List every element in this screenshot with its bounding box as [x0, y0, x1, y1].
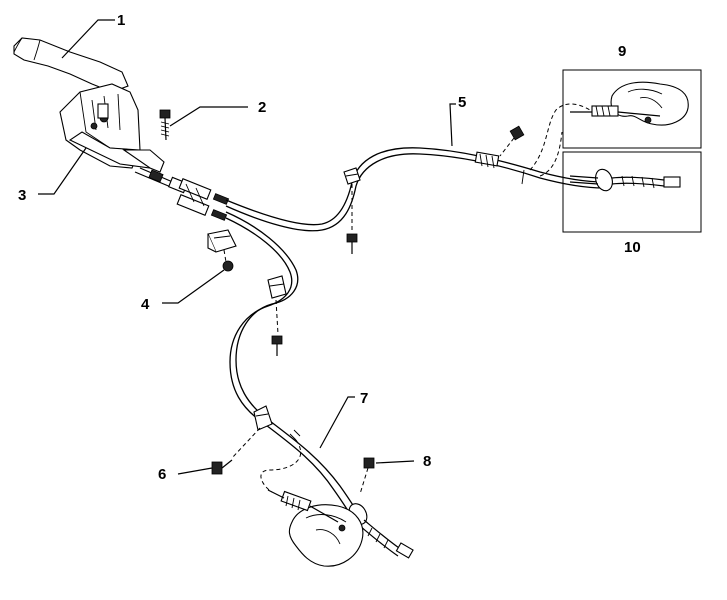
callout-3: 3: [18, 187, 26, 204]
detail-box-9: [562, 69, 702, 149]
hand-brake-lever: [13, 37, 189, 194]
callout-2: 2: [258, 99, 266, 116]
detail-box-10: [562, 151, 702, 233]
callouts: 1 2 3 4 5 6 7 8 9 10: [18, 12, 641, 483]
cable-equalizer: [176, 178, 230, 221]
callout-7: 7: [360, 390, 368, 407]
cable-5: [225, 103, 605, 254]
callout-6: 6: [158, 466, 166, 483]
callout-1: 1: [117, 12, 125, 29]
callout-9: 9: [618, 43, 626, 60]
leader-lines: [38, 19, 456, 475]
left-drum-backplate: [267, 489, 364, 567]
bolt-2: [159, 109, 171, 141]
callout-4: 4: [141, 296, 150, 313]
callout-10: 10: [624, 239, 641, 256]
callout-8: 8: [423, 453, 431, 470]
callout-5: 5: [458, 94, 466, 111]
bracket-4: [207, 229, 237, 272]
